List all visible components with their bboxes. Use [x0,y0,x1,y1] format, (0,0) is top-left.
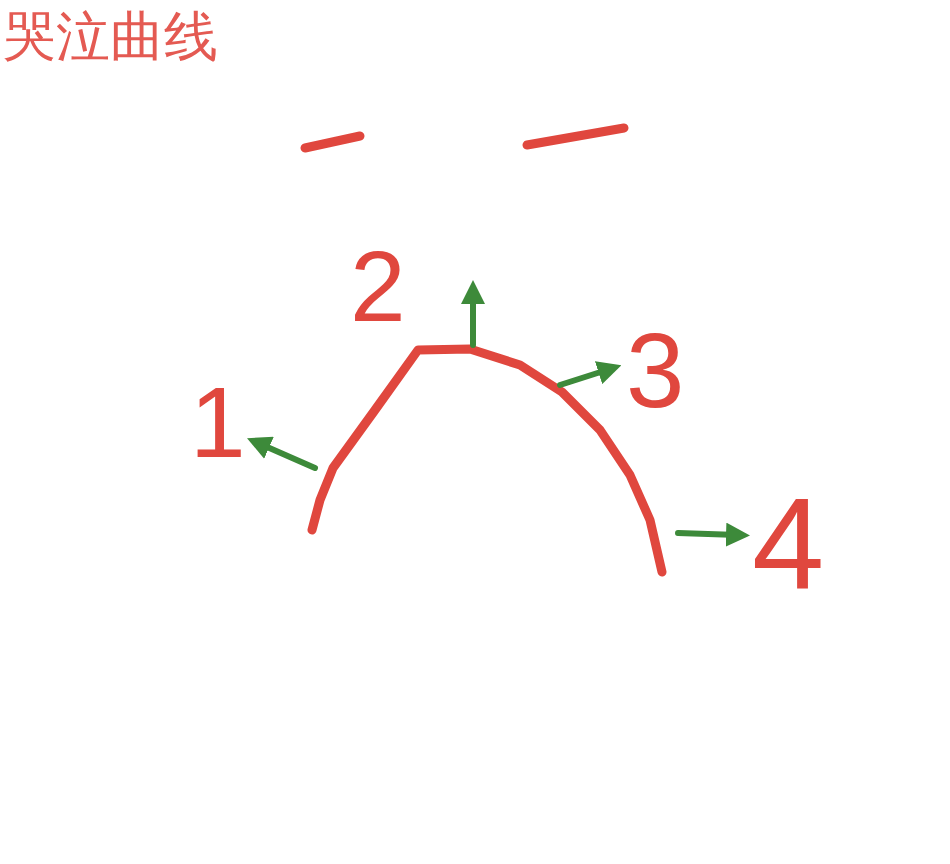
pointer-arrow [678,533,738,535]
title: 哭泣曲线 [2,10,218,64]
eyebrow [305,136,360,148]
pointer-arrow [258,443,315,468]
pointer-arrow [470,292,476,345]
pointer-arrow [560,369,610,385]
eyebrow [527,128,624,145]
crying-curve [312,349,662,572]
callout-number: 2 [350,236,406,336]
callout-number: 3 [626,318,684,423]
callout-number: 1 [190,372,246,472]
callout-number: 4 [752,478,824,608]
